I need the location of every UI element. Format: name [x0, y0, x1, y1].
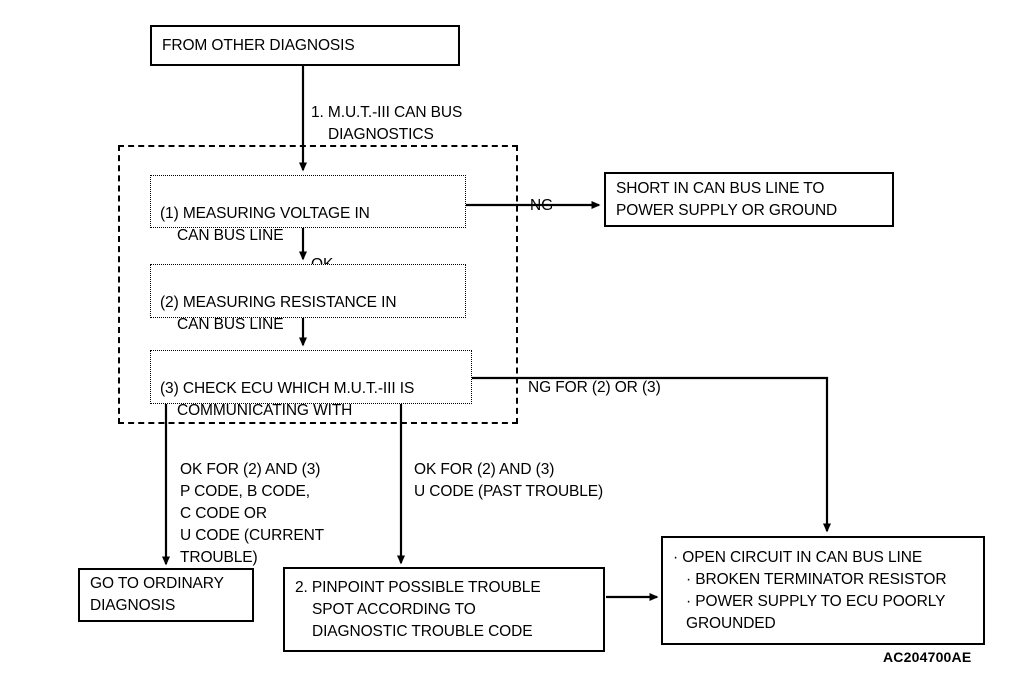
node-ordinary-label: GO TO ORDINARY DIAGNOSIS [90, 575, 224, 614]
node-pinpoint-possible-trouble: 2. PINPOINT POSSIBLE TROUBLE SPOT ACCORD… [283, 567, 605, 652]
edge-label-ng-voltage: NG [530, 173, 553, 217]
edge-label-ng-for-2-or-3: NG FOR (2) OR (3) [528, 355, 661, 399]
edge-label-mut-diagnostics: 1. M.U.T.-III CAN BUS DIAGNOSTICS [311, 80, 531, 168]
edge-label-ok-middle: OK FOR (2) AND (3) U CODE (PAST TROUBLE) [414, 437, 654, 503]
node-step2-label: (2) MEASURING RESISTANCE IN CAN BUS LINE [160, 294, 397, 333]
figure-code: AC204700AE [883, 649, 971, 665]
node-from-other-diagnosis-label: FROM OTHER DIAGNOSIS [162, 36, 355, 54]
node-step3-check-ecu: (3) CHECK ECU WHICH M.U.T.-III IS COMMUN… [150, 350, 472, 419]
edge-label-ok-left-text: OK FOR (2) AND (3) P CODE, B CODE, C COD… [180, 461, 325, 566]
mut-diagnostics-group [118, 145, 518, 424]
node-step3-label: (3) CHECK ECU WHICH M.U.T.-III IS COMMUN… [160, 380, 415, 419]
node-step1-measuring-voltage: (1) MEASURING VOLTAGE IN CAN BUS LINE [150, 175, 466, 244]
edge-label-ng-voltage-text: NG [530, 197, 554, 214]
node-causes-label: · OPEN CIRCUIT IN CAN BUS LINE · BROKEN … [673, 548, 947, 632]
edge-label-ng-for-2-or-3-text: NG FOR (2) OR (3) [528, 379, 661, 396]
node-short-label: SHORT IN CAN BUS LINE TO POWER SUPPLY OR… [616, 179, 838, 219]
node-step1-label: (1) MEASURING VOLTAGE IN CAN BUS LINE [160, 205, 370, 244]
node-possible-causes: · OPEN CIRCUIT IN CAN BUS LINE · BROKEN … [661, 536, 985, 645]
node-from-other-diagnosis: FROM OTHER DIAGNOSIS [150, 25, 460, 66]
node-pinpoint-label: 2. PINPOINT POSSIBLE TROUBLE SPOT ACCORD… [295, 578, 541, 640]
edge-label-ok-middle-text: OK FOR (2) AND (3) U CODE (PAST TROUBLE) [414, 461, 604, 500]
node-go-to-ordinary-diagnosis: GO TO ORDINARY DIAGNOSIS [78, 568, 254, 622]
node-short-in-can-bus-line: SHORT IN CAN BUS LINE TO POWER SUPPLY OR… [604, 172, 894, 227]
edge-label-mut-diagnostics-text: 1. M.U.T.-III CAN BUS DIAGNOSTICS [311, 104, 463, 143]
figure-code-text: AC204700AE [883, 649, 972, 665]
edge-label-ok-left: OK FOR (2) AND (3) P CODE, B CODE, C COD… [180, 437, 395, 569]
node-step2-measuring-resistance: (2) MEASURING RESISTANCE IN CAN BUS LINE [150, 264, 466, 333]
